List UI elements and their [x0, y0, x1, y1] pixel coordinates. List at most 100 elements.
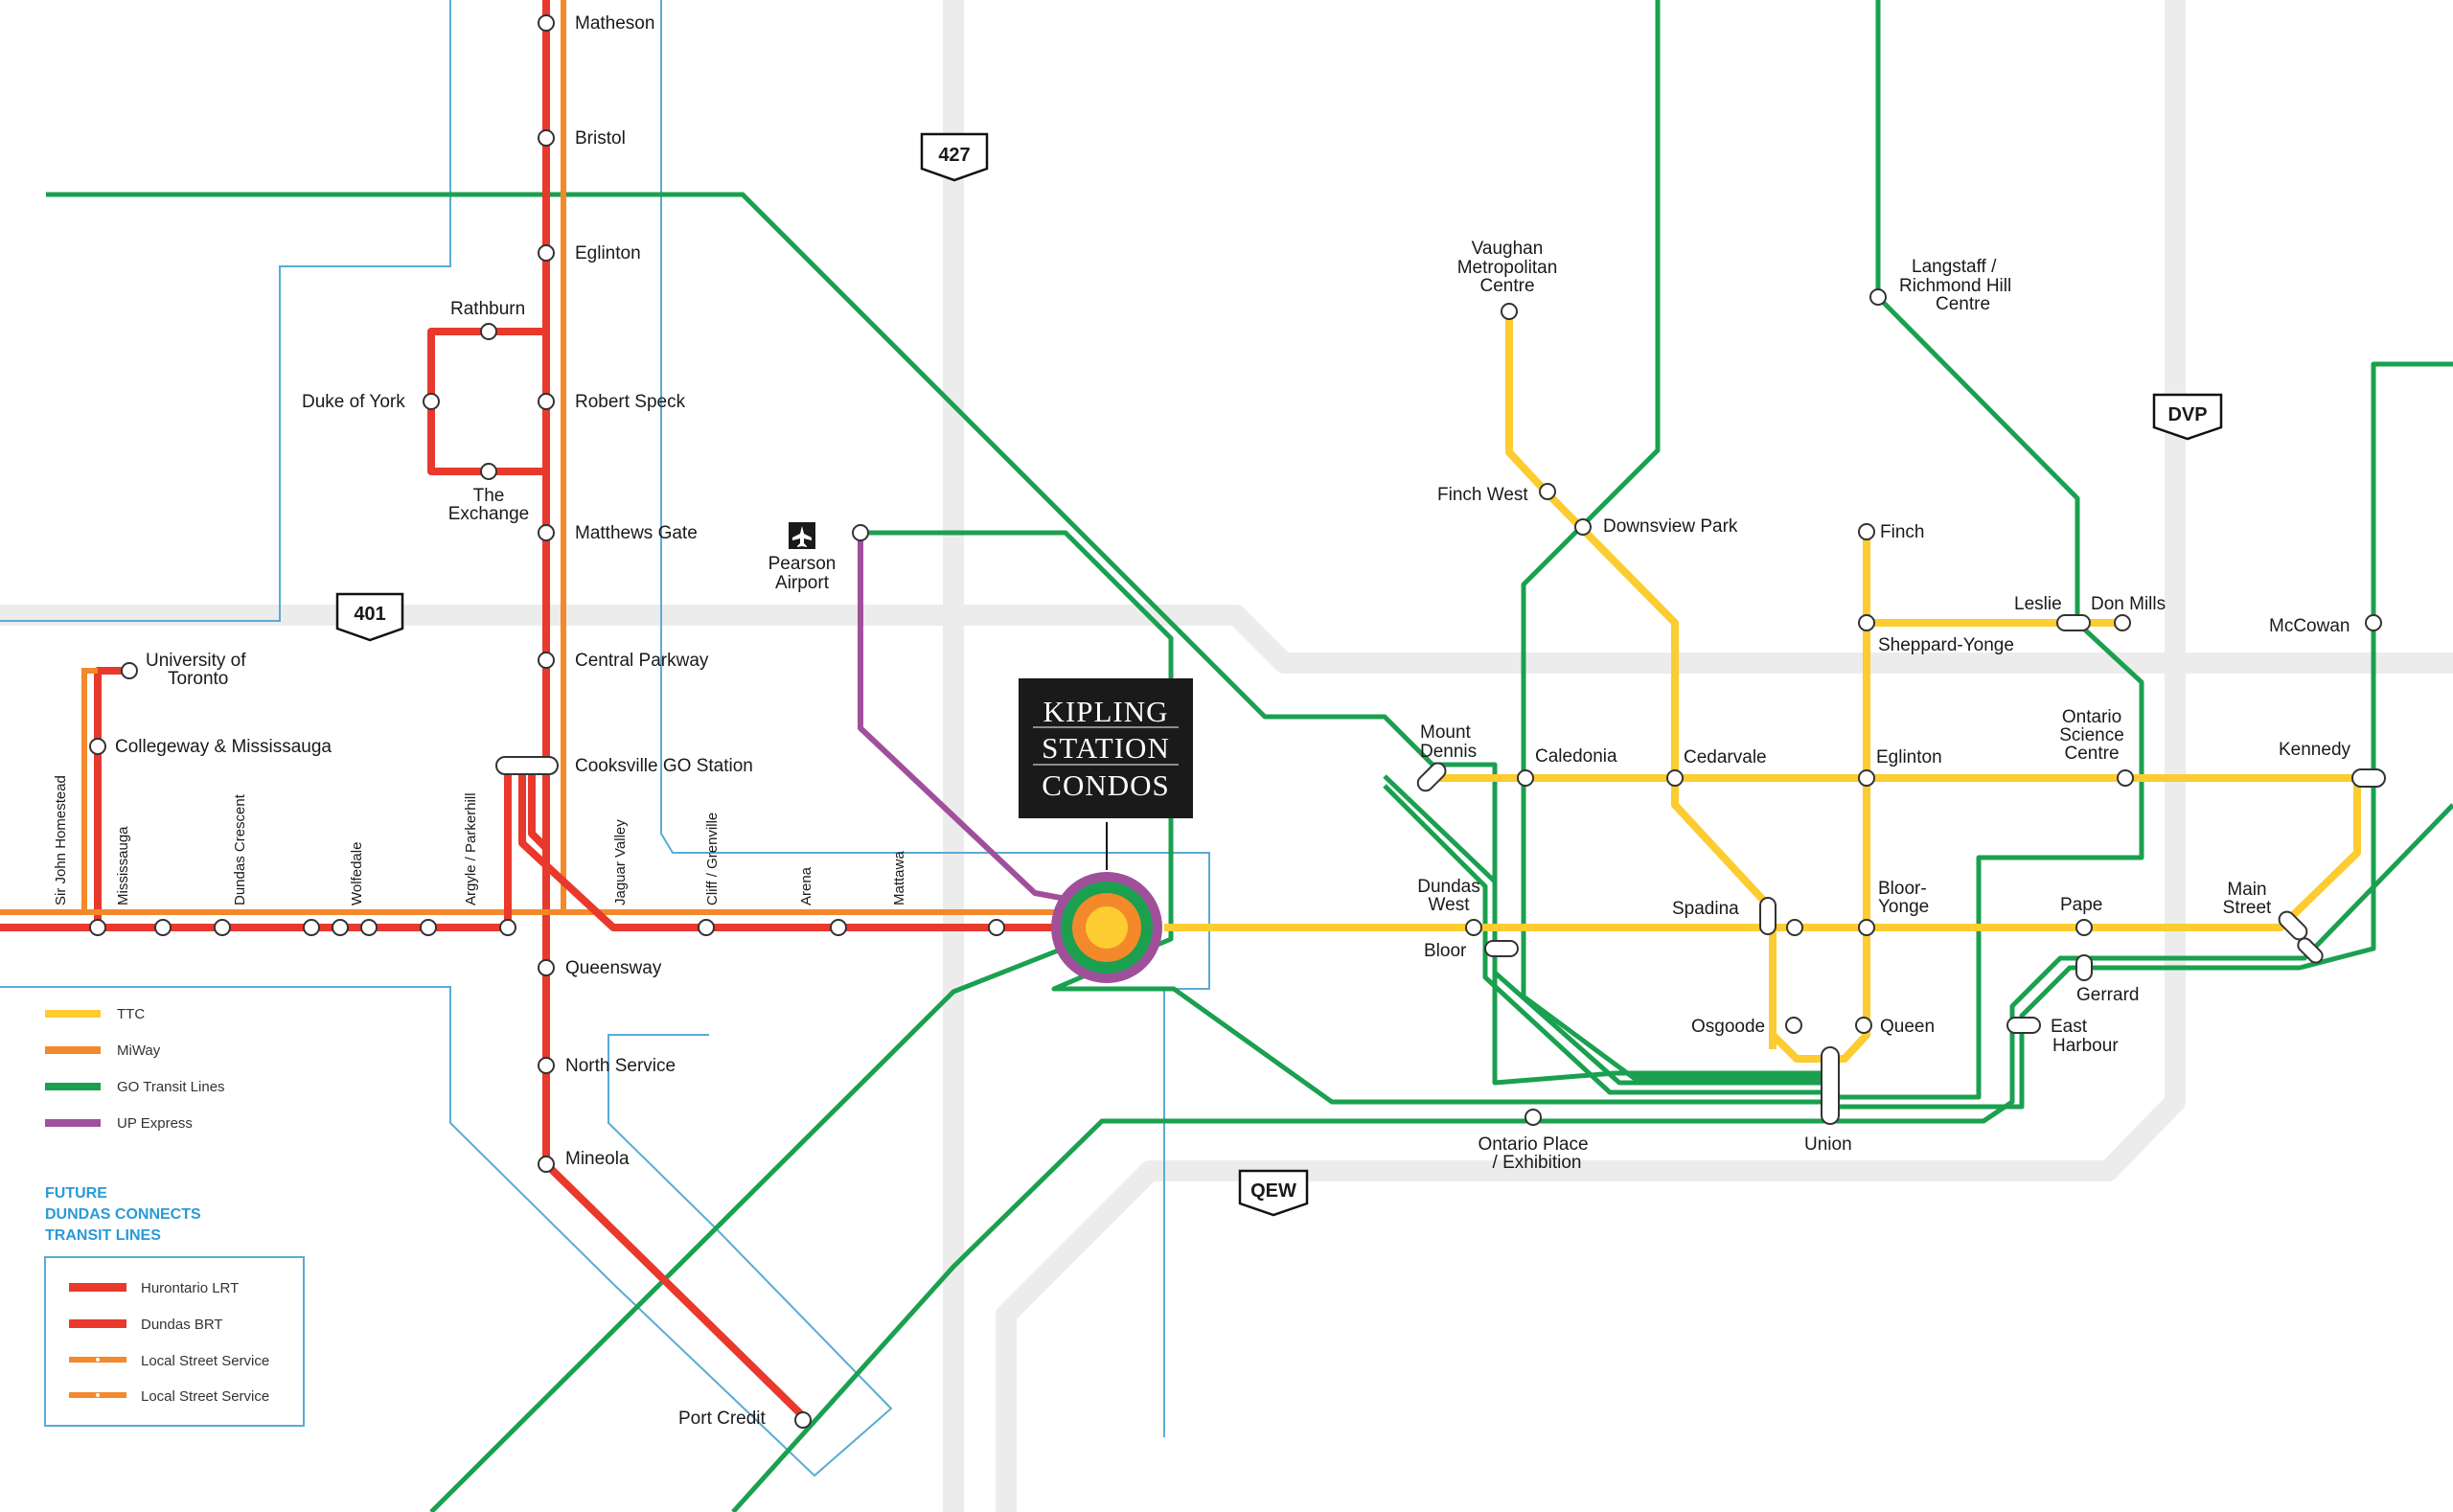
label-langstaff-1: Langstaff / — [1912, 257, 1997, 277]
shield-427: 427 — [920, 132, 989, 182]
boundary-southwest — [0, 986, 893, 1478]
dundas-stop-9[interactable] — [698, 919, 715, 936]
station-cedarvale[interactable] — [1666, 769, 1684, 787]
station-bristol[interactable] — [538, 129, 555, 147]
label-duke-of-york: Duke of York — [302, 392, 405, 412]
station-north-service[interactable] — [538, 1057, 555, 1074]
station-leslie[interactable] — [2056, 614, 2091, 631]
go-line-milton-1 — [1383, 774, 1825, 1086]
label-ontario-place-1: Ontario Place — [1478, 1134, 1588, 1155]
station-spadina[interactable] — [1759, 897, 1777, 935]
station-langstaff[interactable] — [1869, 288, 1887, 306]
station-university-toronto[interactable] — [121, 662, 138, 679]
label-north-service: North Service — [565, 1056, 676, 1076]
station-finch[interactable] — [1858, 523, 1875, 540]
go-line-stouffville — [1825, 361, 2453, 1110]
dundas-stop-3[interactable] — [214, 919, 231, 936]
station-downsview[interactable] — [1574, 518, 1592, 536]
station-labels: Matheson Bristol Eglinton Rathburn Duke … — [115, 13, 2351, 1429]
label-port-credit: Port Credit — [678, 1409, 767, 1429]
station-main-street-go[interactable] — [2295, 935, 2325, 965]
station-osc[interactable] — [2117, 769, 2134, 787]
ttc-line-2-bloor — [1164, 778, 2361, 931]
go-line-barrie — [1521, 0, 1825, 1081]
station-matheson[interactable] — [538, 14, 555, 32]
dundas-stop-7[interactable] — [420, 919, 437, 936]
logo-line-1: KIPLING — [1043, 695, 1169, 728]
dundas-stop-2[interactable] — [154, 919, 172, 936]
go-line-richmond-hill — [1825, 0, 2144, 1100]
dundas-stop-11[interactable] — [988, 919, 1005, 936]
dundas-stop-10[interactable] — [830, 919, 847, 936]
station-bloor[interactable] — [1484, 940, 1519, 957]
dundas-stop-5[interactable] — [332, 919, 349, 936]
legend-hurontario: Hurontario LRT — [69, 1280, 239, 1296]
dundas-stop-6[interactable] — [360, 919, 378, 936]
svg-text:Local Street Service: Local Street Service — [141, 1388, 269, 1405]
dundas-stop-1[interactable] — [89, 919, 106, 936]
station-vaughan[interactable] — [1501, 303, 1518, 320]
station-duke-of-york[interactable] — [423, 393, 440, 410]
label-osc-1: Ontario — [2062, 707, 2121, 727]
label-mount-dennis-2: Dennis — [1420, 742, 1477, 762]
station-the-exchange[interactable] — [480, 463, 497, 480]
station-union[interactable] — [1821, 1046, 1840, 1125]
station-ontario-place[interactable] — [1525, 1109, 1542, 1126]
station-don-mills[interactable] — [2114, 614, 2131, 631]
label-finch: Finch — [1880, 522, 1924, 542]
station-bloor-yonge[interactable] — [1858, 919, 1875, 936]
station-mount-dennis[interactable] — [1414, 760, 1448, 793]
label-wolfedale: Wolfedale — [349, 842, 365, 905]
station-collegeway[interactable] — [89, 738, 106, 755]
label-bloor-yonge-2: Yonge — [1878, 897, 1929, 917]
station-pearson[interactable] — [852, 524, 869, 541]
station-osgoode[interactable] — [1785, 1017, 1802, 1034]
future-heading-3: TRANSIT LINES — [45, 1227, 161, 1244]
station-markers — [89, 14, 2386, 1429]
kipling-station-marker[interactable] — [1051, 822, 1162, 983]
ttc-line-1-yonge — [1770, 532, 1870, 1063]
station-sheppard-yonge[interactable] — [1858, 614, 1875, 631]
station-eglinton-west[interactable] — [538, 244, 555, 262]
station-robert-speck[interactable] — [538, 393, 555, 410]
station-rathburn[interactable] — [480, 323, 497, 340]
label-vaughan-3: Centre — [1479, 276, 1534, 296]
label-dundas-west-1: Dundas — [1417, 877, 1480, 897]
shield-qew: QEW — [1238, 1169, 1309, 1217]
dundas-stop-4[interactable] — [303, 919, 320, 936]
highway-shields: 427 401 DVP QEW — [335, 132, 2223, 1217]
station-finch-west[interactable] — [1539, 483, 1556, 500]
label-rathburn: Rathburn — [450, 299, 525, 319]
station-mccowan[interactable] — [2365, 614, 2382, 631]
dundas-stop-8[interactable] — [499, 919, 516, 936]
station-eglinton[interactable] — [1858, 769, 1875, 787]
station-queen[interactable] — [1855, 1017, 1872, 1034]
station-central-parkway[interactable] — [538, 652, 555, 669]
station-kennedy[interactable] — [2351, 768, 2386, 788]
label-central-parkway: Central Parkway — [575, 651, 709, 671]
label-the-exchange-1: The — [473, 486, 505, 506]
label-mississauga: Mississauga — [115, 826, 131, 905]
station-caledonia[interactable] — [1517, 769, 1534, 787]
station-queensway[interactable] — [538, 959, 555, 976]
future-legend-box — [44, 1256, 305, 1427]
station-east-harbour[interactable] — [2006, 1017, 2041, 1034]
station-st-george[interactable] — [1786, 919, 1803, 936]
station-port-credit[interactable] — [794, 1411, 812, 1429]
label-arena: Arena — [798, 866, 814, 905]
label-gerrard: Gerrard — [2076, 985, 2139, 1005]
station-dundas-west[interactable] — [1465, 919, 1482, 936]
legend-go: GO Transit Lines — [45, 1079, 225, 1095]
station-main-street[interactable] — [2276, 908, 2309, 942]
svg-text:Dundas BRT: Dundas BRT — [141, 1317, 223, 1333]
hurontario-main — [542, 0, 808, 1421]
label-east-harbour-2: Harbour — [2052, 1036, 2119, 1056]
station-mineola[interactable] — [538, 1156, 555, 1173]
shield-dvp: DVP — [2152, 393, 2223, 441]
station-cooksville[interactable] — [495, 756, 559, 775]
station-gerrard[interactable] — [2075, 954, 2093, 981]
label-bristol: Bristol — [575, 128, 626, 149]
station-matthews-gate[interactable] — [538, 524, 555, 541]
label-matthews-gate: Matthews Gate — [575, 523, 698, 543]
station-pape[interactable] — [2075, 919, 2093, 936]
